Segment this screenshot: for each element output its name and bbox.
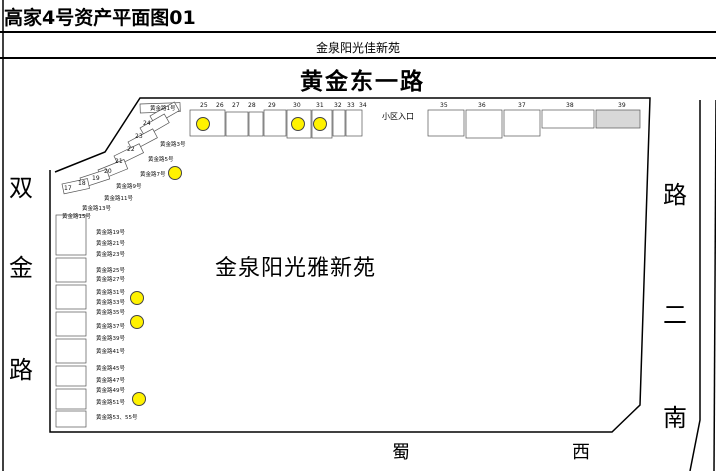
asset-marker[interactable]: [168, 166, 182, 180]
building-number: 19: [92, 175, 100, 182]
west-road-char-2: 金: [9, 254, 33, 282]
address-label: 黄金路31号: [96, 290, 125, 296]
address-label: 黄金路13号: [82, 206, 111, 212]
north-road-name: 黄金东一路: [300, 68, 425, 95]
asset-marker[interactable]: [313, 117, 327, 131]
address-label: 黄金路5号: [148, 157, 174, 163]
address-label: 黄金路19号: [96, 230, 125, 236]
address-label: 黄金路35号: [96, 310, 125, 316]
building-number: 38: [566, 102, 574, 109]
address-label: 黄金路33号: [96, 300, 125, 306]
building-number: 33: [347, 102, 355, 109]
address-label: 黄金路51号: [96, 400, 125, 406]
address-label: 黄金路23号: [96, 252, 125, 258]
building-number: 21: [115, 158, 123, 165]
address-label: 黄金路47号: [96, 378, 125, 384]
address-label: 黄金路37号: [96, 324, 125, 330]
building-number: 25: [200, 102, 208, 109]
asset-marker[interactable]: [132, 392, 146, 406]
south-road-char-2: 西: [572, 442, 590, 463]
address-label: 黄金路41号: [96, 349, 125, 355]
building-number: 22: [127, 146, 135, 153]
asset-marker[interactable]: [196, 117, 210, 131]
address-label: 黄金路25号: [96, 268, 125, 274]
building-number: 39: [618, 102, 626, 109]
building-number: 32: [334, 102, 342, 109]
east-road-char-3: 南: [663, 404, 687, 432]
building-number: 37: [518, 102, 526, 109]
address-label: 黄金路45号: [96, 366, 125, 372]
address-label: 黄金路15号: [62, 214, 91, 220]
address-label: 黄金路7号: [140, 172, 166, 178]
title-divider: [0, 31, 716, 33]
building-number: 29: [268, 102, 276, 109]
building-number: 24: [143, 120, 151, 127]
south-road-char-1: 蜀: [392, 442, 410, 463]
address-label: 黄金路53、55号: [96, 415, 138, 421]
community-name: 金泉阳光雅新苑: [215, 256, 377, 281]
page-title: 高家4号资产平面图01: [4, 7, 196, 29]
building-number: 27: [232, 102, 240, 109]
address-label: 黄金路27号: [96, 277, 125, 283]
building-number: 30: [293, 102, 301, 109]
address-label: 黄金路3号: [160, 142, 186, 148]
address-label: 黄金路11号: [104, 196, 133, 202]
building-number: 35: [440, 102, 448, 109]
building-number: 34: [359, 102, 367, 109]
building-number: 17: [64, 185, 72, 192]
page-subtitle: 金泉阳光佳新苑: [315, 41, 400, 55]
asset-marker[interactable]: [130, 315, 144, 329]
building-number: 23: [135, 133, 143, 140]
west-road-char-1: 双: [9, 174, 33, 202]
address-label: 黄金路39号: [96, 336, 125, 342]
address-label: 黄金路49号: [96, 388, 125, 394]
building-number: 18: [78, 180, 86, 187]
east-road-char-2: 二: [663, 301, 687, 329]
address-label: 黄金路21号: [96, 241, 125, 247]
entrance-label: 小区入口: [382, 112, 414, 121]
east-road-char-1: 路: [663, 181, 687, 209]
west-road-char-3: 路: [9, 356, 33, 384]
asset-marker[interactable]: [130, 291, 144, 305]
building-number: 31: [316, 102, 324, 109]
asset-marker[interactable]: [291, 117, 305, 131]
address-label: 黄金路9号: [116, 184, 142, 190]
building-number: 20: [104, 168, 112, 175]
building-number: 26: [216, 102, 224, 109]
address-label: 黄金路1号: [150, 106, 176, 112]
subtitle-divider: [0, 57, 716, 59]
building-number: 36: [478, 102, 486, 109]
building-number: 28: [248, 102, 256, 109]
